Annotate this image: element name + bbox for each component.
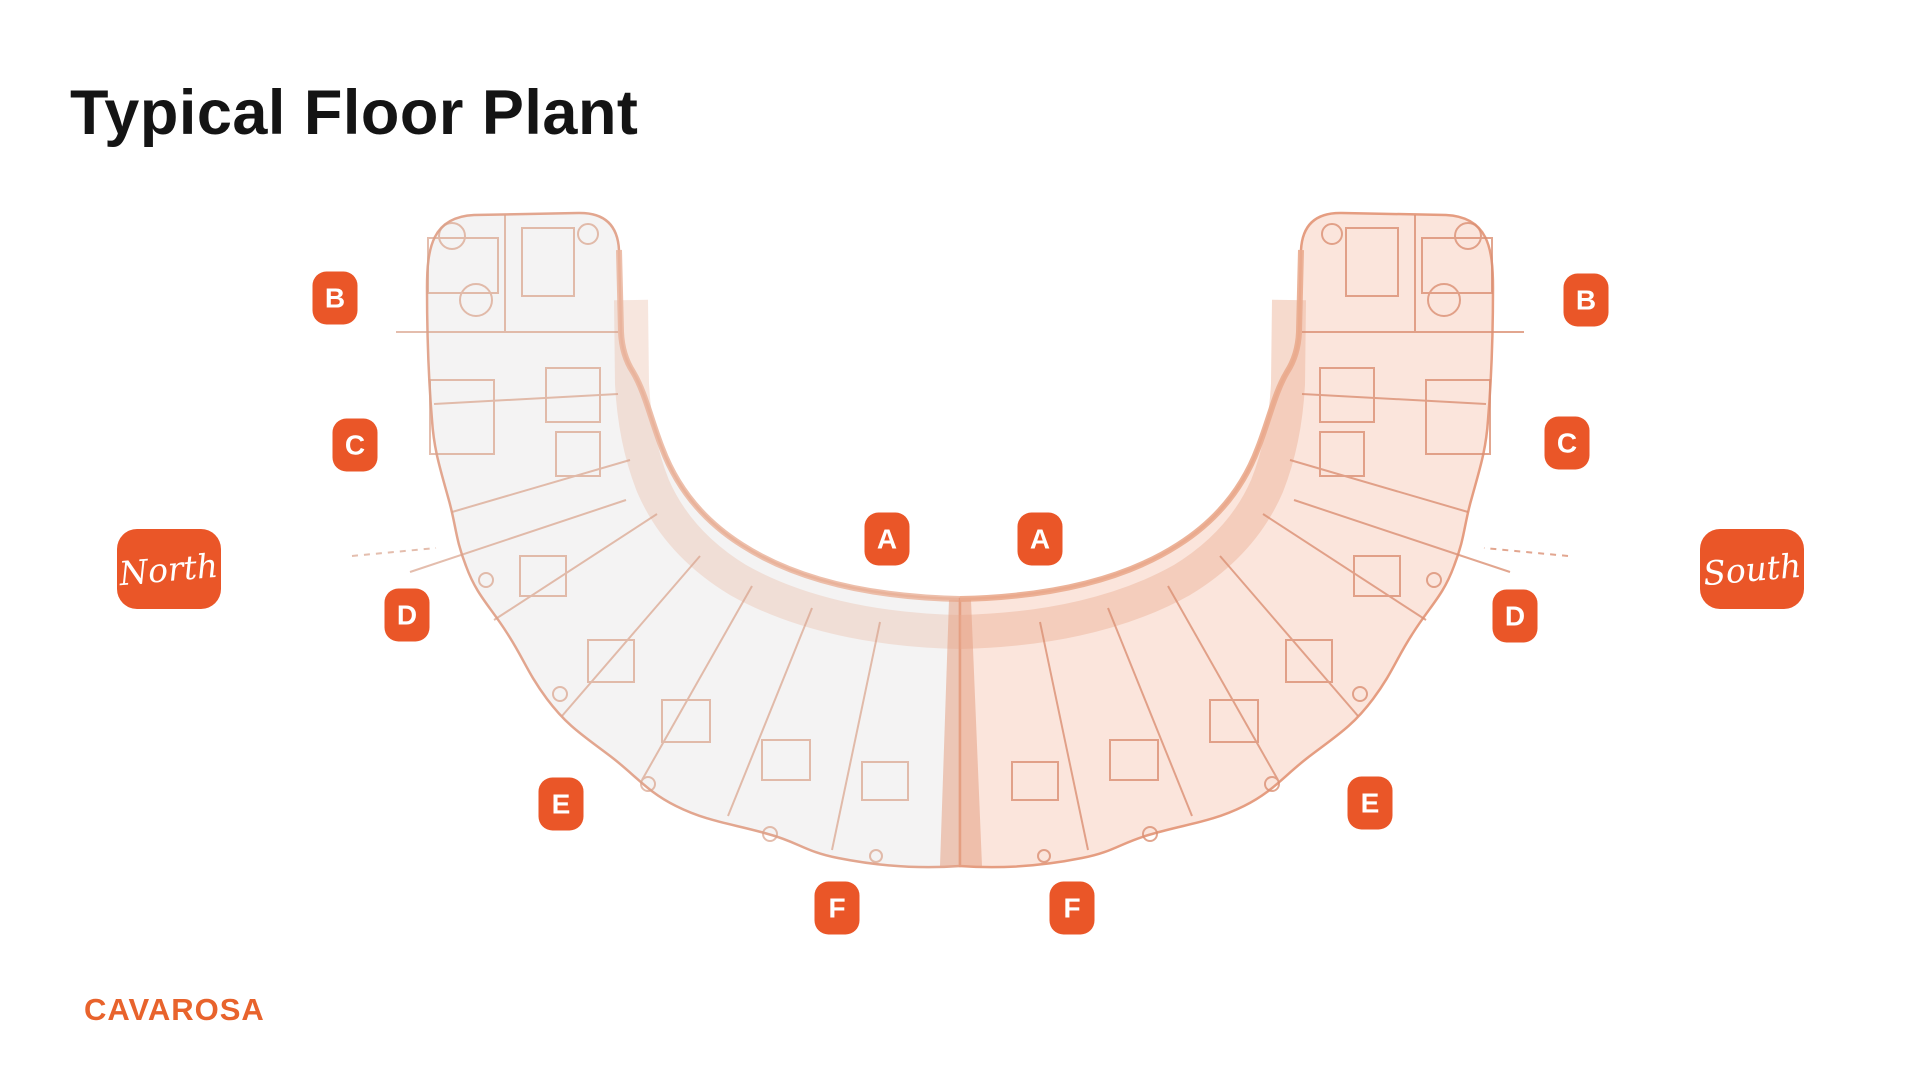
unit-badge-e-north: E [538,777,584,831]
south-direction-label: South [1701,545,1803,593]
unit-badge-e-south: E [1347,776,1393,830]
unit-badge-d-north: D [384,588,430,642]
unit-badge-b-south: B [1563,273,1609,327]
north-direction-badge: North [117,529,221,609]
unit-badge-f-north: F [814,881,860,935]
page-title: Typical Floor Plant [70,78,639,148]
north-direction-label: North [117,545,221,593]
brand-logo-text: CAVAROSA [84,992,265,1027]
south-direction-badge: South [1700,529,1804,609]
unit-badge-a-north: A [864,512,910,566]
unit-badge-c-south: C [1544,416,1590,470]
unit-badge-c-north: C [332,418,378,472]
center-seam [940,600,982,866]
unit-badge-a-south: A [1017,512,1063,566]
unit-badge-b-north: B [312,271,358,325]
unit-badge-f-south: F [1049,881,1095,935]
unit-badge-d-south: D [1492,589,1538,643]
